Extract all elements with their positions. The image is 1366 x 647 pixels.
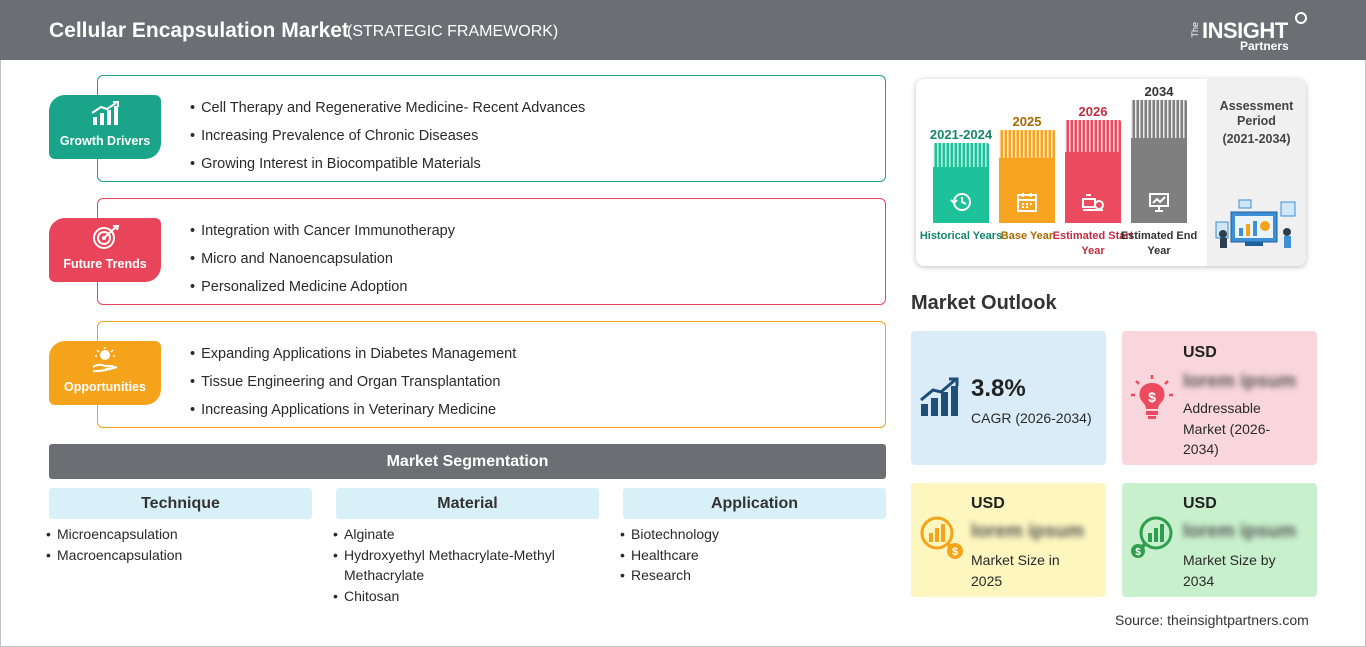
target-icon	[93, 225, 120, 249]
future-trends-badge: Future Trends	[49, 218, 161, 282]
addressable-market-card: $ USD lorem ipsum Addressable Market (20…	[1122, 331, 1317, 465]
list-item: Personalized Medicine Adoption	[190, 273, 455, 301]
assessment-period-box: Assessment Period (2021-2034)	[1207, 79, 1306, 266]
list-item: Research	[620, 565, 880, 586]
market-size-2034-label: Market Size by 2034	[1183, 552, 1276, 589]
growth-drivers-box: Cell Therapy and Regenerative Medicine- …	[97, 75, 886, 182]
logo-main-text: INSIGHT	[1202, 18, 1288, 43]
market-size-2034-value: lorem ipsum	[1183, 521, 1296, 542]
idea-hand-icon	[92, 347, 118, 373]
list-item: Increasing Prevalence of Chronic Disease…	[190, 122, 585, 150]
addressable-usd: USD	[1183, 344, 1217, 361]
opportunities-label: Opportunities	[64, 380, 146, 394]
segment-application-list: Biotechnology Healthcare Research	[620, 524, 880, 586]
cagr-value: 3.8%	[971, 375, 1026, 402]
market-size-2025-usd: USD	[971, 495, 1005, 512]
list-item: Cell Therapy and Regenerative Medicine- …	[190, 94, 585, 122]
list-item: Microencapsulation	[46, 524, 306, 545]
market-size-2025-value: lorem ipsum	[971, 521, 1084, 542]
growth-drivers-badge: Growth Drivers	[49, 95, 161, 159]
svg-text:$: $	[1135, 547, 1141, 558]
list-item: Alginate	[333, 524, 595, 545]
logo-sub-text: Partners	[1240, 39, 1289, 53]
list-item: Macroencapsulation	[46, 545, 306, 566]
history-icon	[950, 193, 971, 211]
period-bar	[1065, 120, 1121, 223]
list-item: Chitosan	[333, 586, 595, 607]
future-trends-box: Integration with Cancer Immunotherapy Mi…	[97, 198, 886, 305]
opportunities-badge: Opportunities	[49, 341, 161, 405]
future-trends-label: Future Trends	[63, 257, 147, 271]
cagr-card: 3.8% CAGR (2026-2034)	[911, 331, 1106, 465]
growth-drivers-list: Cell Therapy and Regenerative Medicine- …	[190, 94, 585, 178]
opportunities-list: Expanding Applications in Diabetes Manag…	[190, 340, 516, 424]
growth-chart-icon	[920, 377, 959, 416]
period-year: 2034	[1144, 84, 1174, 99]
market-outlook-title: Market Outlook	[911, 292, 1057, 314]
svg-text:$: $	[952, 546, 958, 558]
period-caption: Estimated Start Year	[1052, 230, 1134, 257]
bar-chart-growth-icon	[91, 101, 119, 125]
insight-partners-logo[interactable]: The INSIGHT Partners	[1190, 12, 1310, 53]
period-year: 2026	[1078, 104, 1108, 119]
logo-ring-icon	[1295, 12, 1307, 24]
source-text[interactable]: Source: theinsightpartners.com	[1115, 612, 1309, 628]
presentation-icon	[1149, 193, 1169, 212]
period-year: 2025	[1012, 114, 1042, 129]
list-item: Biotechnology	[620, 524, 880, 545]
assessment-period-range: (2021-2034)	[1222, 132, 1291, 146]
segment-material-list: Alginate Hydroxyethyl Methacrylate-Methy…	[333, 524, 595, 606]
market-size-2025-label: Market Size in 2025	[971, 552, 1060, 589]
market-segmentation-header: Market Segmentation	[49, 444, 886, 479]
list-item: Micro and Nanoencapsulation	[190, 245, 455, 273]
assessment-period-title: Assessment Period	[1219, 99, 1294, 128]
market-size-2034-card: $ USD lorem ipsum Market Size by 2034	[1122, 483, 1317, 597]
growth-drivers-label: Growth Drivers	[59, 134, 151, 148]
list-item: Hydroxyethyl Methacrylate-Methyl Methacr…	[333, 545, 595, 586]
segment-application-header: Application	[623, 488, 886, 519]
cagr-label: CAGR (2026-2034)	[971, 410, 1092, 426]
segment-technique-header: Technique	[49, 488, 312, 519]
assessment-period-panel: 2021-2024 Historical Years 2025 Base Yea…	[916, 79, 1306, 266]
money-chart-icon: $	[920, 516, 963, 559]
period-year: 2021-2024	[929, 127, 993, 142]
calendar-icon	[1017, 193, 1037, 212]
list-item: Tissue Engineering and Organ Transplanta…	[190, 368, 516, 396]
analytics-dashboard-icon	[1215, 199, 1296, 248]
market-size-2034-usd: USD	[1183, 495, 1217, 512]
addressable-label: Addressable Market (2026-2034)	[1183, 400, 1271, 457]
period-caption: Historical Years	[919, 230, 1003, 242]
period-bar	[1131, 100, 1187, 223]
dollar-bulb-icon: $	[1131, 375, 1173, 419]
list-item: Integration with Cancer Immunotherapy	[190, 217, 455, 245]
period-caption: Base Year	[1000, 230, 1054, 242]
money-chart-green-icon: $	[1131, 516, 1173, 558]
addressable-value: lorem ipsum	[1183, 371, 1296, 392]
logo-the-text: The	[1190, 22, 1200, 38]
opportunities-box: Expanding Applications in Diabetes Manag…	[97, 321, 886, 428]
period-caption: Estimated End Year	[1120, 230, 1198, 257]
segment-technique-list: Microencapsulation Macroencapsulation	[46, 524, 306, 565]
start-icon	[1082, 194, 1104, 211]
header-bar: Cellular Encapsulation Market (STRATEGIC…	[0, 0, 1366, 60]
page-subtitle: (STRATEGIC FRAMEWORK)	[347, 23, 559, 40]
future-trends-list: Integration with Cancer Immunotherapy Mi…	[190, 217, 455, 301]
list-item: Growing Interest in Biocompatible Materi…	[190, 150, 585, 178]
list-item: Healthcare	[620, 545, 880, 566]
svg-text:$: $	[1148, 389, 1156, 405]
list-item: Expanding Applications in Diabetes Manag…	[190, 340, 516, 368]
page-title: Cellular Encapsulation Market	[49, 19, 349, 42]
segment-material-header: Material	[336, 488, 599, 519]
market-size-2025-card: $ USD lorem ipsum Market Size in 2025	[911, 483, 1106, 597]
list-item: Increasing Applications in Veterinary Me…	[190, 396, 516, 424]
